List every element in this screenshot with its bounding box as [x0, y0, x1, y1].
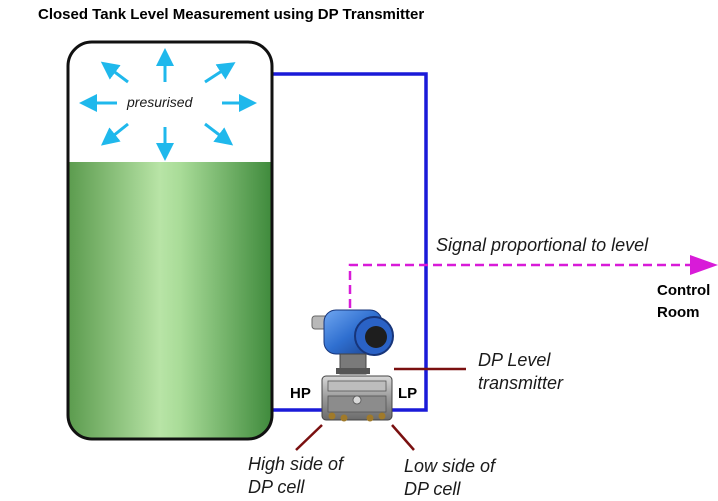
- signal-arrow-head: [690, 255, 718, 275]
- dp-transmitter: [311, 309, 394, 422]
- high-side-label-line2: DP cell: [248, 477, 305, 497]
- tank-liquid: [68, 162, 272, 439]
- signal-label: Signal proportional to level: [436, 235, 649, 255]
- pressure-arrow-down-right: [204, 122, 234, 146]
- transmitter-display-window: [365, 326, 387, 348]
- low-side-label-line1: Low side of: [404, 456, 496, 476]
- destination-label-line1: Control: [657, 282, 711, 299]
- low-side-label-line2: DP cell: [404, 479, 461, 499]
- low-side-leader-line: [391, 424, 415, 451]
- leader-lines: [295, 367, 466, 451]
- hp-label: HP: [290, 385, 311, 402]
- lp-label: LP: [398, 385, 418, 402]
- high-side-leader-line: [295, 424, 323, 451]
- impulse-lines: [272, 72, 428, 412]
- tank-shell: [66, 40, 274, 441]
- pressure-arrow-up-left: [100, 61, 129, 84]
- pressure-arrow-up-right: [204, 62, 236, 84]
- destination-label-line2: Room: [657, 304, 700, 321]
- transmitter-label-line2: transmitter: [478, 373, 564, 393]
- pressure-arrow-down-left: [100, 122, 129, 146]
- diagram-title: Closed Tank Level Measurement using DP T…: [38, 6, 425, 23]
- signal-line: [348, 255, 718, 308]
- tank-vapour-label: presurised: [127, 94, 193, 110]
- high-side-label-line1: High side of: [248, 454, 344, 474]
- transmitter-label-line1: DP Level: [478, 350, 551, 370]
- pressure-arrows: [79, 48, 257, 161]
- signal-dashed-path: [348, 263, 698, 308]
- lp-impulse-line: [272, 72, 428, 412]
